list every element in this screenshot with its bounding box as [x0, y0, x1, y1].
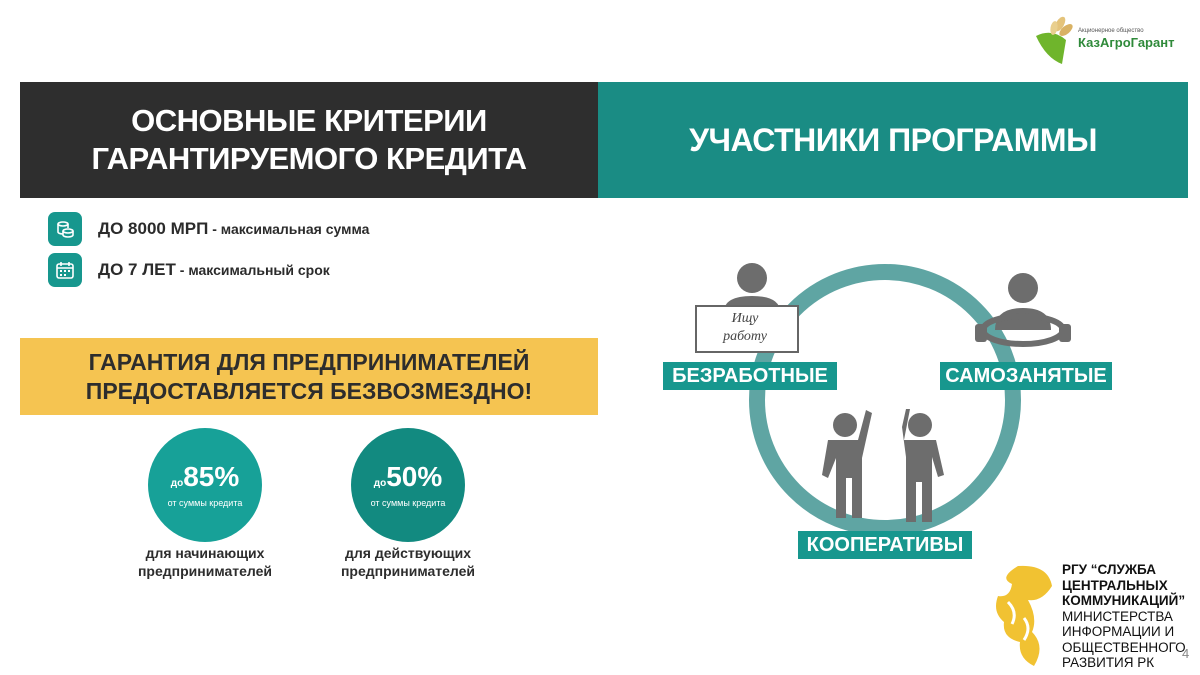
page-number: 4 — [1182, 646, 1190, 661]
participants-diagram — [695, 263, 1071, 536]
criterion-sum-text: - максимальная сумма — [208, 221, 370, 237]
org-line4: МИНИСТЕРСТВА — [1062, 608, 1173, 624]
label-cooperatives: КООПЕРАТИВЫ — [798, 531, 972, 559]
criterion-term-value: ДО 7 ЛЕТ — [98, 260, 176, 279]
caption-line2: предпринимателей — [340, 563, 476, 579]
caption-existing: для действующих предпринимателей — [308, 544, 508, 580]
logo-name: КазАгроГарант — [1078, 35, 1175, 50]
caption-starting: для начинающих предпринимателей — [105, 544, 305, 580]
org-line6: ОБЩЕСТВЕННОГО — [1062, 639, 1186, 655]
criterion-sum-value: ДО 8000 МРП — [98, 219, 209, 238]
job-search-sign — [695, 305, 799, 353]
unemployed-person-icon — [724, 263, 780, 312]
prefix: до — [170, 477, 184, 489]
self-employed-driver-icon — [975, 273, 1071, 347]
percent-value: 85% — [183, 460, 240, 492]
caption-line1: для начинающих — [145, 545, 265, 561]
caption-line1: для действующих — [345, 545, 471, 561]
criterion-max-sum: ДО 8000 МРП - максимальная сумма — [48, 212, 369, 246]
sign-line2: работу — [723, 329, 767, 344]
cycle-ring — [749, 264, 1021, 536]
coins-icon — [48, 212, 82, 246]
org-line3: КОММУНИКАЦИЙ” — [1062, 593, 1186, 608]
org-line5: ИНФОРМАЦИИ И — [1062, 624, 1175, 639]
criterion-term-text: - максимальный срок — [175, 262, 330, 278]
criterion-max-term: ДО 7 ЛЕТ - максимальный срок — [48, 253, 330, 287]
job-search-sign-text: Ищу работу — [700, 310, 790, 346]
sign-line1: Ищу — [731, 311, 759, 326]
logo-subtitle: Акционерное общество — [1078, 28, 1144, 34]
criteria-title-banner: ОСНОВНЫЕ КРИТЕРИИ ГАРАНТИРУЕМОГО КРЕДИТА — [20, 82, 598, 198]
prefix: до — [373, 477, 387, 489]
guarantee-line1: ГАРАНТИЯ ДЛЯ ПРЕДПРИНИМАТЕЛЕЙ — [88, 348, 530, 375]
label-unemployed: БЕЗРАБОТНЫЕ — [663, 362, 837, 390]
criteria-title-line2: ГАРАНТИРУЕМОГО КРЕДИТА — [91, 141, 527, 176]
org-line1: РГУ “СЛУЖБА — [1062, 562, 1156, 577]
percent-sub: от суммы кредита — [370, 497, 446, 508]
footer-organization: РГУ “СЛУЖБА ЦЕНТРАЛЬНЫХ КОММУНИКАЦИЙ” МИ… — [1062, 562, 1186, 671]
participants-title-banner: УЧАСТНИКИ ПРОГРАММЫ — [598, 82, 1188, 198]
caption-line2: предпринимателей — [137, 563, 273, 579]
guarantee-line2: ПРЕДОСТАВЛЯЕТСЯ БЕЗВОЗМЕЗДНО! — [85, 377, 533, 404]
cooperative-people-icon — [822, 409, 944, 522]
free-guarantee-banner: ГАРАНТИЯ ДЛЯ ПРЕДПРИНИМАТЕЛЕЙ ПРЕДОСТАВЛ… — [20, 338, 598, 415]
criteria-title-line1: ОСНОВНЫЕ КРИТЕРИИ — [131, 103, 487, 138]
percent-value: 50% — [386, 460, 443, 492]
kazagrogarant-logo: Акционерное общество КазАгроГарант — [1032, 10, 1192, 66]
org-line2: ЦЕНТРАЛЬНЫХ — [1062, 577, 1168, 593]
org-line7: РАЗВИТИЯ РК — [1062, 655, 1155, 670]
wheat-logo-icon — [1036, 16, 1073, 64]
calendar-icon — [48, 253, 82, 287]
percent-sub: от суммы кредита — [167, 497, 243, 508]
guarantee-85-circle: до85% от суммы кредита — [148, 428, 262, 542]
snow-leopard-emblem — [996, 565, 1052, 666]
guarantee-50-circle: до50% от суммы кредита — [351, 428, 465, 542]
label-self-employed: САМОЗАНЯТЫЕ — [940, 362, 1112, 390]
